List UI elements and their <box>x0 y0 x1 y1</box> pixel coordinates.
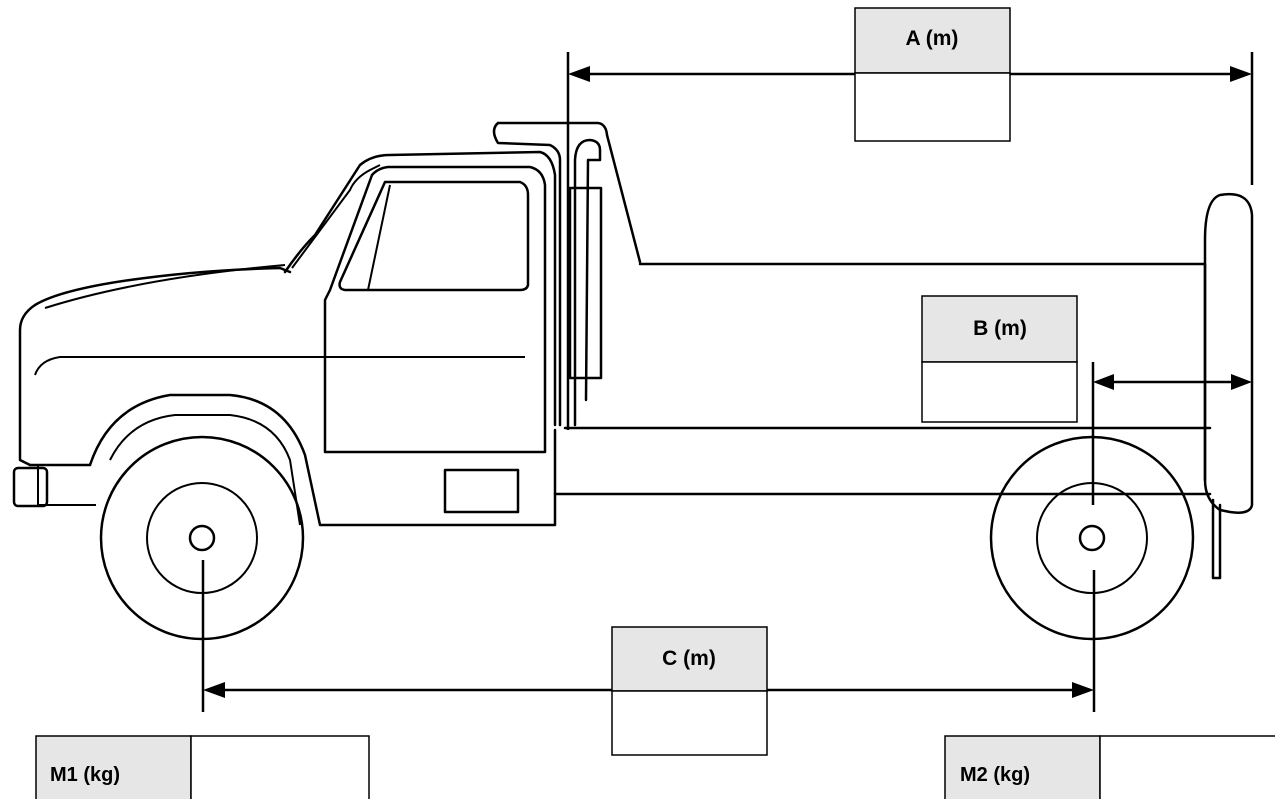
arrow-right-icon <box>1230 66 1252 82</box>
front-fender <box>88 393 557 527</box>
a-label: A (m) <box>906 27 959 50</box>
m2-label: M2 (kg) <box>960 764 1030 786</box>
dimension-b <box>1091 362 1252 505</box>
arrow-left-icon <box>568 66 590 82</box>
arrow-right-icon <box>1072 682 1094 698</box>
tailgate <box>1203 192 1254 514</box>
exhaust-stack <box>492 121 642 427</box>
c-value-field[interactable] <box>611 690 768 756</box>
b-value-field[interactable] <box>921 361 1078 423</box>
box-c: C (m) <box>611 626 768 756</box>
arrow-left-icon <box>1093 374 1114 390</box>
a-value-field[interactable] <box>854 72 1011 142</box>
arrow-left-icon <box>203 682 225 698</box>
box-m1: M1 (kg) <box>35 735 370 799</box>
hood <box>18 266 292 467</box>
b-label: B (m) <box>973 317 1027 340</box>
c-label: C (m) <box>662 647 716 670</box>
box-m2: M2 (kg) <box>944 735 1275 799</box>
m1-label: M1 (kg) <box>50 764 120 786</box>
box-a: A (m) <box>854 7 1011 142</box>
cab <box>283 150 557 427</box>
m1-value-field[interactable] <box>190 735 370 799</box>
arrow-right-icon <box>1231 374 1252 390</box>
cab-window <box>338 180 530 292</box>
box-b: B (m) <box>921 295 1078 423</box>
door <box>323 165 547 454</box>
truck-illustration <box>12 121 1254 641</box>
m2-value-field[interactable] <box>1099 735 1275 799</box>
